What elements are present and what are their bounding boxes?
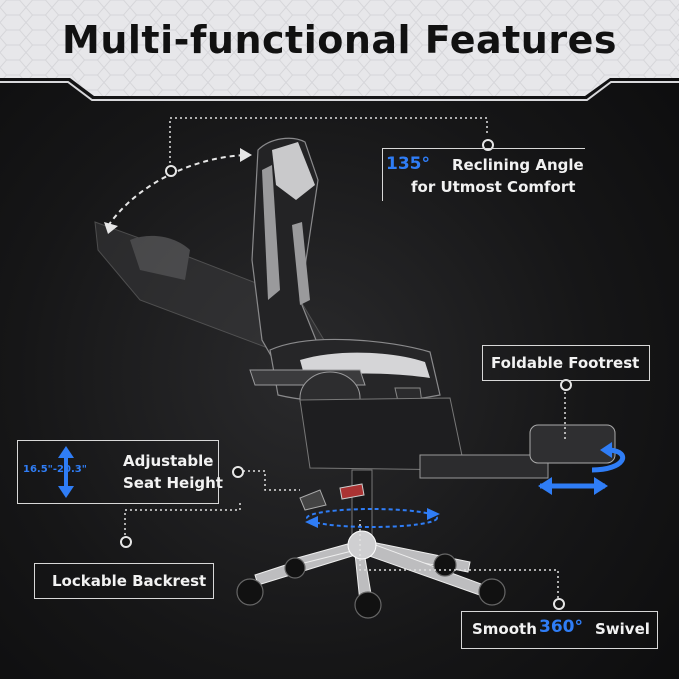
backrest-callout-frame [34,563,214,599]
recline-label-line2: for Utmost Comfort [411,178,576,196]
backrest-label: Lockable Backrest [52,572,207,590]
swivel-suffix: Swivel [595,620,650,638]
footrest-callout-frame [482,345,650,381]
swivel-prefix: Smooth [472,620,537,638]
height-label-line1: Adjustable [123,452,214,470]
height-range-value: 16.5"-20.3" [23,464,87,475]
height-callout-frame [17,440,219,504]
recline-angle-value: 135° [386,154,430,174]
swivel-marker [553,598,565,610]
header-band [0,0,679,101]
swivel-callout-frame [461,611,658,649]
height-label-line2: Seat Height [123,474,223,492]
swivel-value: 360° [539,617,583,637]
recline-callout-frame [382,148,585,201]
height-marker [232,466,244,478]
recline-marker [165,165,177,177]
page-title: Multi-functional Features [62,18,617,62]
footrest-label: Foldable Footrest [491,354,640,372]
backrest-marker [120,536,132,548]
recline-label-line1: Reclining Angle [452,156,584,174]
